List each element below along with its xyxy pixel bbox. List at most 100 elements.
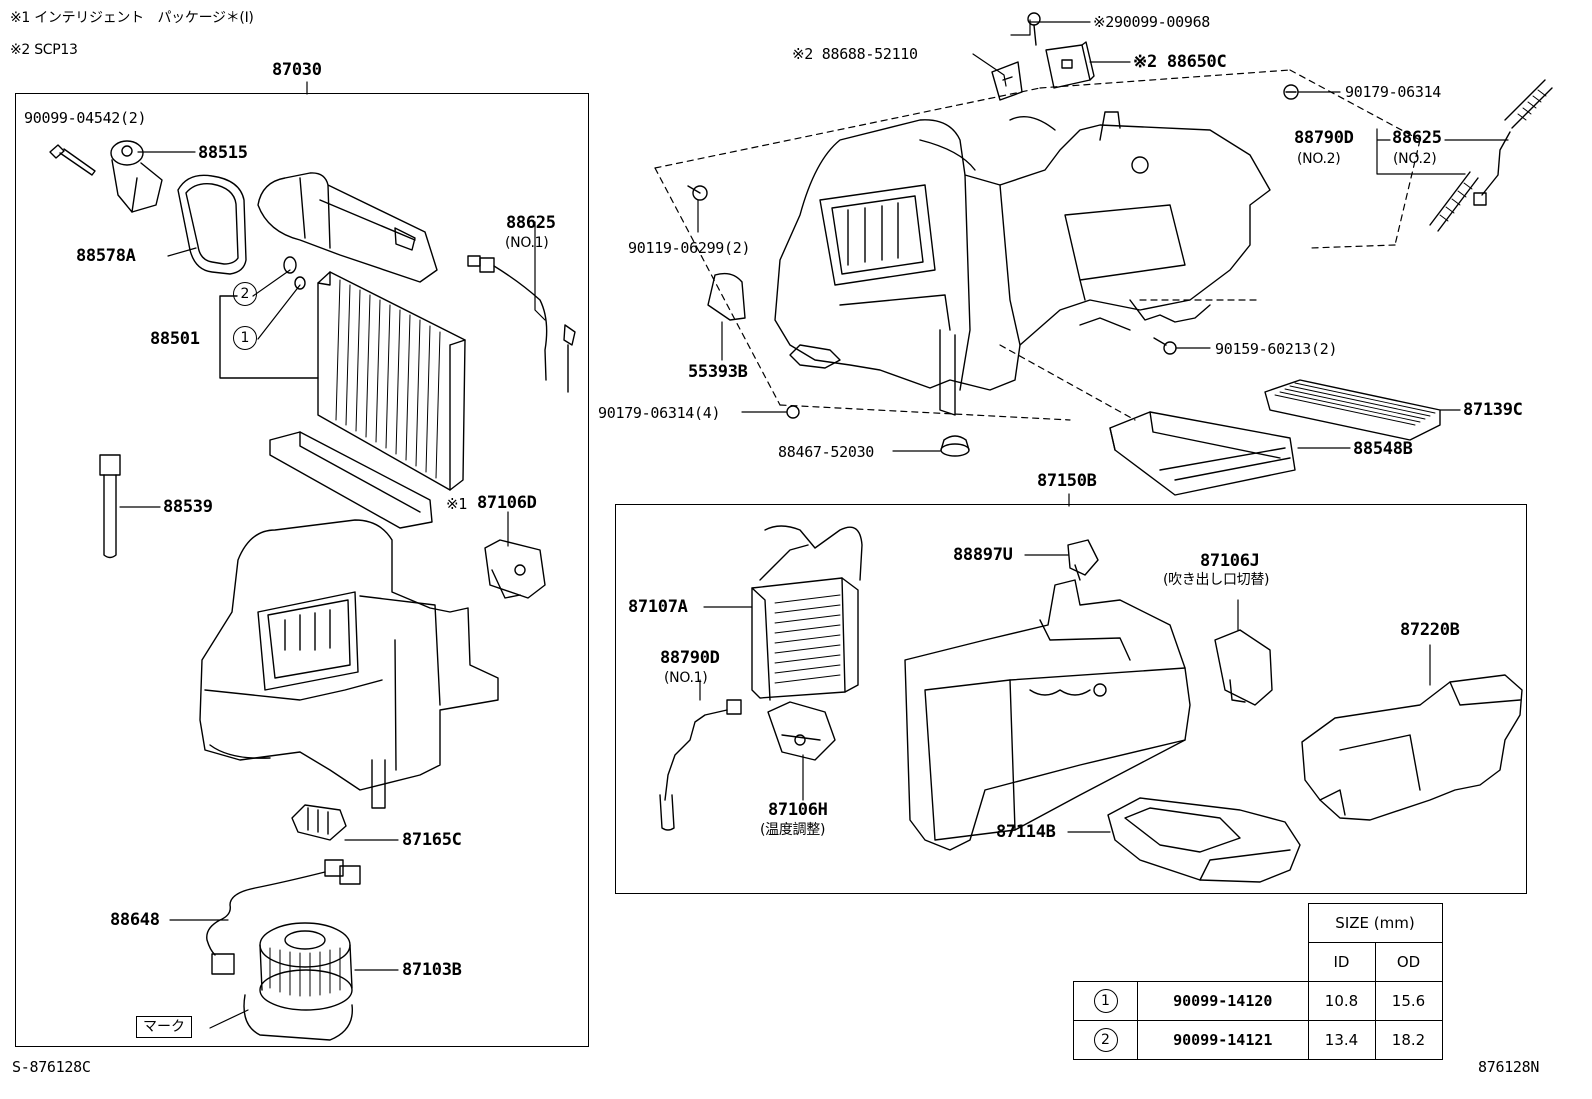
size-table: SIZE (mm) ID OD 1 90099-14120 10.8 15.6 … xyxy=(1073,903,1443,1060)
label-88548B[interactable]: 88548B xyxy=(1353,439,1413,459)
bracket-88688-drawing xyxy=(991,61,1023,101)
hvac-unit-assembly-drawing xyxy=(774,111,1271,416)
sensor-88790D-no2-drawing xyxy=(1429,171,1479,232)
label-87103B[interactable]: 87103B xyxy=(402,960,462,980)
duct-87220B-drawing xyxy=(1301,674,1523,821)
filter-case-88548B-drawing xyxy=(1109,411,1296,496)
size-row-id: 10.8 xyxy=(1307,981,1376,1021)
size-table-col-od: OD xyxy=(1374,942,1443,982)
valve-88897U-drawing xyxy=(1067,539,1099,581)
label-90179-06314[interactable]: 90179-06314 xyxy=(1345,83,1442,101)
label-88515[interactable]: 88515 xyxy=(198,143,248,163)
assembly-87150B-frame xyxy=(615,504,1527,894)
label-88790D-no2[interactable]: 88790D xyxy=(1294,128,1354,148)
blower-motor-87103B-drawing xyxy=(243,922,354,1041)
label-88625-no1-sub: (NO.1) xyxy=(505,235,549,251)
size-row-part[interactable]: 90099-14121 xyxy=(1137,1020,1309,1060)
label-88688-52110[interactable]: ※2 88688-52110 xyxy=(792,45,918,63)
drain-tray-drawing xyxy=(269,431,433,529)
label-88625-no2[interactable]: 88625 xyxy=(1392,128,1442,148)
assembly-87030-frame xyxy=(15,93,589,1047)
label-88790D-no2-sub: (NO.2) xyxy=(1297,151,1341,167)
label-87150B[interactable]: 87150B xyxy=(1037,471,1097,491)
label-87106J[interactable]: 87106J xyxy=(1200,551,1260,571)
label-mark: マーク xyxy=(136,1016,192,1038)
label-88625-no1[interactable]: 88625 xyxy=(506,213,556,233)
filter-87139C-drawing xyxy=(1264,379,1441,441)
label-87106H[interactable]: 87106H xyxy=(768,800,828,820)
label-87106D[interactable]: 87106D xyxy=(477,493,537,513)
label-88650C[interactable]: ※2 88650C xyxy=(1133,52,1227,72)
actuator-87106D-drawing xyxy=(484,539,546,599)
label-87106D-prefix: ※1 xyxy=(446,495,467,513)
resistor-87165C-drawing xyxy=(291,804,347,841)
label-87139C[interactable]: 87139C xyxy=(1463,400,1523,420)
clip-90179-4-drawing xyxy=(786,405,800,419)
label-88539[interactable]: 88539 xyxy=(163,497,213,517)
footer-right-code: 876128N xyxy=(1478,1058,1540,1076)
label-88790D-no1[interactable]: 88790D xyxy=(660,648,720,668)
size-row-id: 13.4 xyxy=(1307,1020,1376,1060)
o-ring-1-drawing xyxy=(294,276,306,290)
tube-88539-drawing xyxy=(99,454,121,559)
actuator-87106H-drawing xyxy=(767,701,836,761)
circled-mark-2: 2 xyxy=(233,282,257,306)
label-88467-52030[interactable]: 88467-52030 xyxy=(778,443,875,461)
size-table-col-id: ID xyxy=(1307,942,1376,982)
leader-lines xyxy=(119,19,1509,1029)
label-90179-06314-4[interactable]: 90179-06314(4) xyxy=(598,404,721,422)
size-table-title: SIZE (mm) xyxy=(1307,903,1443,943)
label-87220B[interactable]: 87220B xyxy=(1400,620,1460,640)
note-scp13: ※2 SCP13 xyxy=(10,42,78,58)
heater-core-87107A-drawing xyxy=(751,525,863,701)
label-87114B[interactable]: 87114B xyxy=(996,822,1056,842)
sensor-88625-no1-drawing xyxy=(467,255,576,393)
label-88578A[interactable]: 88578A xyxy=(76,246,136,266)
table-row: 2 90099-14121 13.4 18.2 xyxy=(1073,1020,1443,1060)
pad-55393B-drawing xyxy=(707,272,746,321)
note-intelligent-package: ※1 インテリジェント パッケージ＊(I) xyxy=(10,10,254,26)
circled-mark-1: 1 xyxy=(233,326,257,350)
label-87107A[interactable]: 87107A xyxy=(628,597,688,617)
gasket-88578A-drawing xyxy=(177,174,247,275)
footer-left-code: S-876128C xyxy=(12,1058,91,1076)
label-90119-06299[interactable]: 90119-06299(2) xyxy=(628,239,751,257)
label-87165C[interactable]: 87165C xyxy=(402,830,462,850)
label-90099-04542[interactable]: 90099-04542(2) xyxy=(24,109,147,127)
clip-90179-06314-drawing xyxy=(1283,84,1299,100)
expansion-tube-drawing xyxy=(257,172,438,283)
duct-87114B-drawing xyxy=(1107,797,1301,883)
size-row-od: 15.6 xyxy=(1374,981,1443,1021)
blower-case-drawing xyxy=(199,519,499,809)
label-55393B[interactable]: 55393B xyxy=(688,362,748,382)
o-ring-2-drawing xyxy=(283,256,297,274)
label-88897U[interactable]: 88897U xyxy=(953,545,1013,565)
screw-90099-04542-drawing xyxy=(49,144,96,176)
heater-case-87150B-drawing xyxy=(904,579,1191,851)
label-88648[interactable]: 88648 xyxy=(110,910,160,930)
harness-88648-drawing xyxy=(206,859,361,975)
size-row-od: 18.2 xyxy=(1374,1020,1443,1060)
relay-88650C-drawing xyxy=(1045,41,1095,89)
label-90159-60213[interactable]: 90159-60213(2) xyxy=(1215,340,1338,358)
screw-90119-drawing xyxy=(687,185,708,201)
assembly-dashed-outline xyxy=(654,69,1421,421)
label-88501[interactable]: 88501 xyxy=(150,329,200,349)
label-88625-no2-sub: (NO.2) xyxy=(1393,151,1437,167)
label-87106J-sub: (吹き出し口切替) xyxy=(1163,572,1270,588)
size-row-part[interactable]: 90099-14120 xyxy=(1137,981,1309,1021)
table-row: 1 90099-14120 10.8 15.6 xyxy=(1073,981,1443,1021)
evaporator-88501-drawing xyxy=(317,271,466,491)
actuator-87106J-drawing xyxy=(1214,629,1273,706)
sensor-88625-no2-drawing xyxy=(1473,79,1553,206)
screw-90099-00968-drawing xyxy=(1027,12,1041,46)
circled-mark-2-table: 2 xyxy=(1093,1028,1118,1052)
label-87030[interactable]: 87030 xyxy=(272,60,322,80)
circled-mark-1-table: 1 xyxy=(1093,989,1118,1013)
label-87106H-sub: (温度調整) xyxy=(760,822,826,838)
sensor-88790D-no1-drawing xyxy=(659,699,742,831)
label-90099-00968[interactable]: ※290099-00968 xyxy=(1093,13,1211,31)
leader-88501-bracket xyxy=(219,295,319,379)
label-88790D-no1-sub: (NO.1) xyxy=(664,670,708,686)
